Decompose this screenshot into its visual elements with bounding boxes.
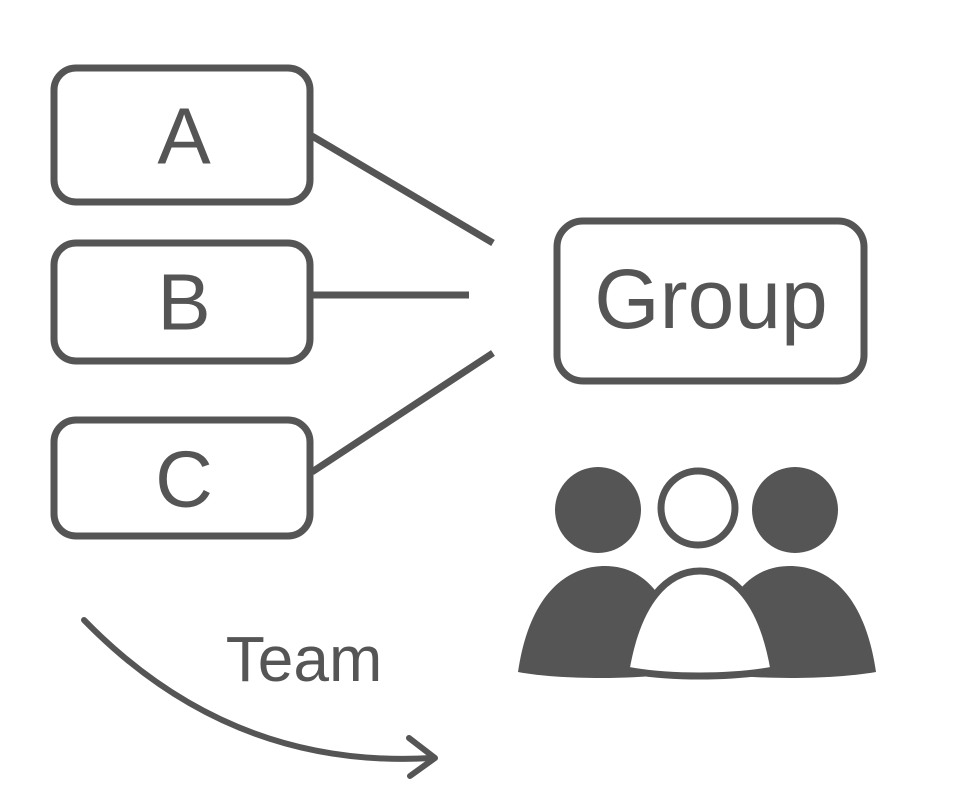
team-arrow <box>81 617 438 779</box>
connector-a-group <box>310 132 495 247</box>
box-a: A <box>50 64 314 206</box>
team-people-icon <box>518 467 876 680</box>
box-c-label: C <box>155 435 213 524</box>
box-b-label: B <box>157 258 210 347</box>
box-c: C <box>50 416 314 540</box>
box-a-label: A <box>157 92 211 181</box>
group-label: Group <box>594 252 827 346</box>
group-box: Group <box>553 217 868 385</box>
team-label: Team <box>226 623 383 695</box>
connector-c-group <box>310 350 495 475</box>
box-b: B <box>50 239 314 365</box>
